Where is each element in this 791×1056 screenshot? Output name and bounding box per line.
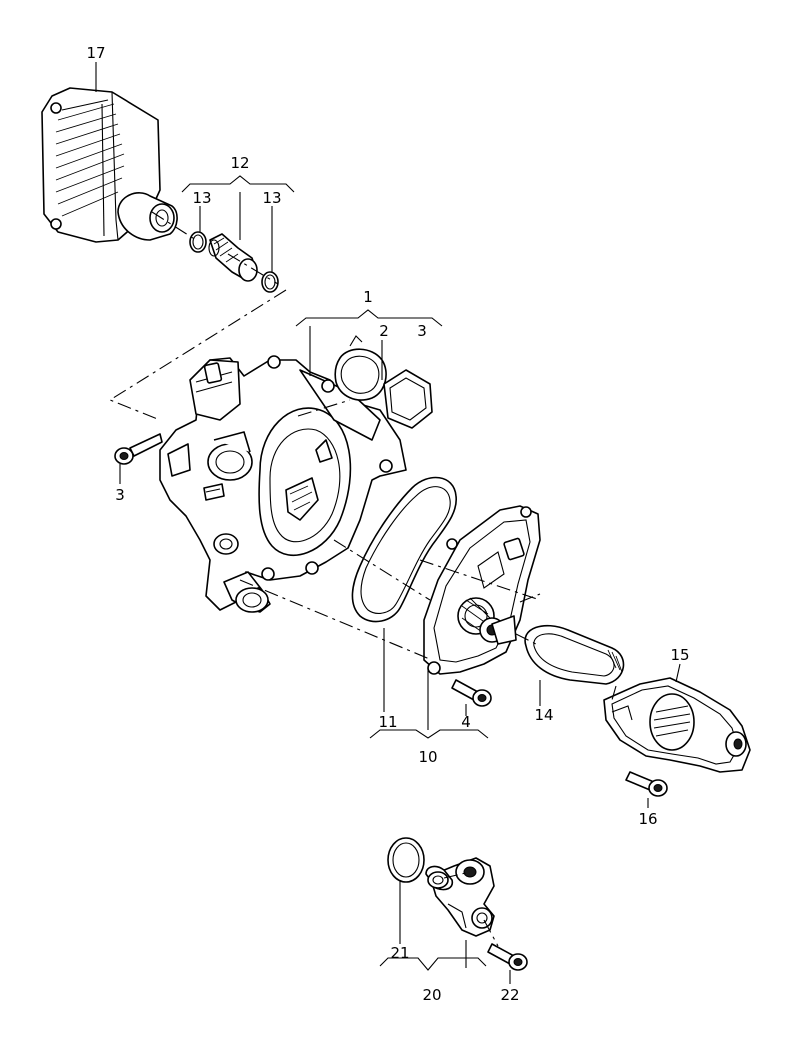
- callout-11: 11: [378, 713, 397, 731]
- callout-10: 10: [418, 748, 437, 766]
- callout-1: 1: [363, 288, 373, 306]
- part-21-o-ring[interactable]: [387, 837, 425, 883]
- part-3-bolt[interactable]: [114, 433, 163, 465]
- group-braces: [181, 175, 489, 971]
- callout-3-gasket: 3: [417, 322, 427, 340]
- part-16-bolt[interactable]: [625, 771, 668, 797]
- callout-14: 14: [534, 706, 553, 724]
- callout-21: 21: [390, 944, 409, 962]
- callout-3-bolt: 3: [115, 486, 125, 504]
- callout-4: 4: [461, 713, 471, 731]
- callout-17: 17: [86, 44, 105, 62]
- part-10-water-pump[interactable]: [423, 505, 541, 675]
- callout-2: 2: [379, 322, 389, 340]
- callout-22: 22: [500, 986, 519, 1004]
- part-15-pulley-cover[interactable]: [603, 677, 751, 773]
- part-13-o-ring-right[interactable]: [261, 271, 279, 293]
- part-14-drive-belt[interactable]: [524, 624, 625, 685]
- callout-15: 15: [670, 646, 689, 664]
- part-4-bolt[interactable]: [451, 679, 492, 707]
- callout-labels: 17 12 13 13 1 2 3 3 11 4 10 14 15 16 21 …: [86, 44, 689, 1004]
- leader-lines: [95, 62, 681, 984]
- assembly-lines: [108, 211, 617, 947]
- callout-20: 20: [422, 986, 441, 1004]
- part-3-gasket[interactable]: [383, 369, 433, 429]
- part-1-pump-housing[interactable]: [159, 355, 407, 613]
- callout-12: 12: [230, 154, 249, 172]
- part-17-oil-cooler[interactable]: [41, 87, 178, 243]
- part-22-bolt[interactable]: [487, 943, 528, 971]
- part-11-o-ring-gasket[interactable]: [351, 476, 457, 623]
- part-2-gasket[interactable]: [334, 335, 387, 401]
- part-13-o-ring-left[interactable]: [189, 231, 207, 253]
- callout-16: 16: [638, 810, 657, 828]
- callout-13-right: 13: [262, 189, 281, 207]
- part-20-connector[interactable]: [425, 857, 495, 937]
- callout-13-left: 13: [192, 189, 211, 207]
